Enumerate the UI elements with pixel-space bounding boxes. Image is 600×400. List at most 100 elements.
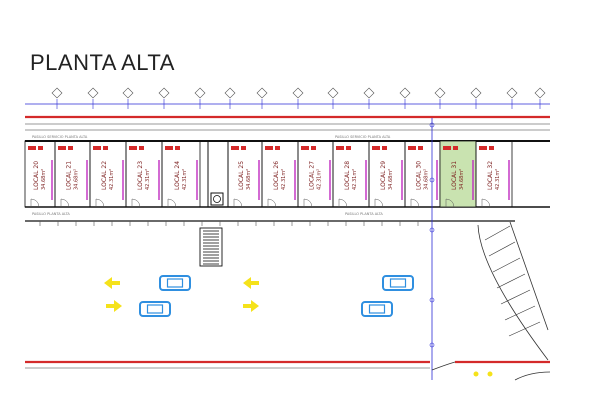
local-outline bbox=[54, 140, 91, 208]
wc-fixture bbox=[443, 146, 451, 150]
wc-fixture bbox=[93, 146, 101, 150]
door-swing bbox=[445, 198, 455, 208]
car-roof bbox=[368, 304, 386, 314]
local-area: 42.31m² bbox=[352, 169, 358, 190]
parking-stripe bbox=[488, 241, 516, 257]
local-label: LOCAL 32 bbox=[487, 161, 494, 190]
local-outline bbox=[439, 140, 477, 208]
right-dimension-line bbox=[429, 118, 435, 380]
arrow-left-icon bbox=[104, 277, 120, 289]
car-icon bbox=[382, 275, 414, 291]
door-swing bbox=[267, 198, 277, 208]
car-body bbox=[382, 275, 414, 291]
local-area: 34.68m² bbox=[74, 169, 80, 190]
local-label: LOCAL 27 bbox=[309, 161, 316, 190]
marker-dot bbox=[487, 371, 493, 377]
door-swing bbox=[233, 198, 243, 208]
wc-fixture bbox=[58, 146, 66, 150]
wc-fixture bbox=[346, 146, 351, 150]
axis-marker bbox=[327, 87, 339, 99]
door-swing bbox=[303, 198, 313, 208]
parking-stripe bbox=[508, 321, 541, 337]
wc-fixture bbox=[372, 146, 380, 150]
axis-marker bbox=[534, 87, 546, 99]
car-body bbox=[361, 301, 393, 317]
top-dimension-line bbox=[25, 87, 550, 109]
local-area: 42.31m² bbox=[495, 169, 501, 190]
local-label: LOCAL 23 bbox=[137, 161, 144, 190]
door-swing bbox=[131, 198, 141, 208]
door-swing bbox=[30, 198, 40, 208]
door-swing bbox=[60, 198, 70, 208]
axis-marker bbox=[506, 87, 518, 99]
arrows-group bbox=[104, 277, 493, 377]
local-outline bbox=[227, 140, 263, 208]
arrow-right-icon bbox=[106, 300, 122, 312]
car-icon bbox=[361, 301, 393, 317]
axis-marker bbox=[256, 87, 268, 99]
wc-fixture bbox=[231, 146, 239, 150]
parking-stripe bbox=[496, 273, 526, 289]
local-area: 42.31m² bbox=[109, 169, 115, 190]
local-outline bbox=[404, 140, 441, 208]
axis-marker bbox=[363, 87, 375, 99]
car-body bbox=[159, 275, 191, 291]
door-swing bbox=[410, 198, 420, 208]
service-corridor-label-2: PASILLO SERVICIO PLANTA ALTA bbox=[335, 135, 391, 139]
parking-stripe bbox=[484, 225, 511, 241]
local-label: LOCAL 26 bbox=[273, 161, 280, 190]
wc-fixture bbox=[129, 146, 137, 150]
local-label: LOCAL 20 bbox=[33, 161, 40, 190]
wc-fixture bbox=[139, 146, 144, 150]
wc-fixture bbox=[382, 146, 387, 150]
car-roof bbox=[166, 278, 184, 288]
service-corridor-label: PASILLO SERVICIO PLANTA ALTA bbox=[32, 135, 88, 139]
local-area: 34.68m² bbox=[388, 169, 394, 190]
arrow-right-icon bbox=[243, 300, 259, 312]
axis-marker bbox=[51, 87, 63, 99]
wc-fixture bbox=[489, 146, 494, 150]
local-area: 34.68m² bbox=[424, 169, 430, 190]
local-area: 34.68m² bbox=[41, 169, 47, 190]
local-label: LOCAL 28 bbox=[344, 161, 351, 190]
local-area: 42.31m² bbox=[317, 169, 323, 190]
local-outline bbox=[261, 140, 299, 208]
local-outline bbox=[89, 140, 127, 208]
parking-stripe bbox=[504, 305, 536, 321]
door-swing bbox=[167, 198, 177, 208]
local-outline bbox=[297, 140, 334, 208]
marker-dot bbox=[473, 371, 479, 377]
local-area: 42.31m² bbox=[145, 169, 151, 190]
local-outline bbox=[24, 140, 56, 208]
parking-stripe bbox=[500, 289, 531, 305]
axis-marker bbox=[399, 87, 411, 99]
local-outline bbox=[125, 140, 163, 208]
axis-marker bbox=[87, 87, 99, 99]
wc-fixture bbox=[175, 146, 180, 150]
axis-marker bbox=[158, 87, 170, 99]
cars-group bbox=[139, 275, 414, 317]
local-label: LOCAL 30 bbox=[416, 161, 423, 190]
local-area: 42.31m² bbox=[281, 169, 287, 190]
wc-fixture bbox=[68, 146, 73, 150]
page-title: PLANTA ALTA bbox=[30, 50, 175, 75]
local-label: LOCAL 29 bbox=[380, 161, 387, 190]
local-label: LOCAL 21 bbox=[66, 161, 73, 190]
local-outline bbox=[161, 140, 201, 208]
local-outline bbox=[332, 140, 370, 208]
wc-fixture bbox=[38, 146, 43, 150]
wc-fixture bbox=[418, 146, 423, 150]
car-icon bbox=[159, 275, 191, 291]
wc-fixture bbox=[241, 146, 246, 150]
car-body bbox=[139, 301, 171, 317]
door-swing bbox=[374, 198, 384, 208]
wc-fixture bbox=[453, 146, 458, 150]
